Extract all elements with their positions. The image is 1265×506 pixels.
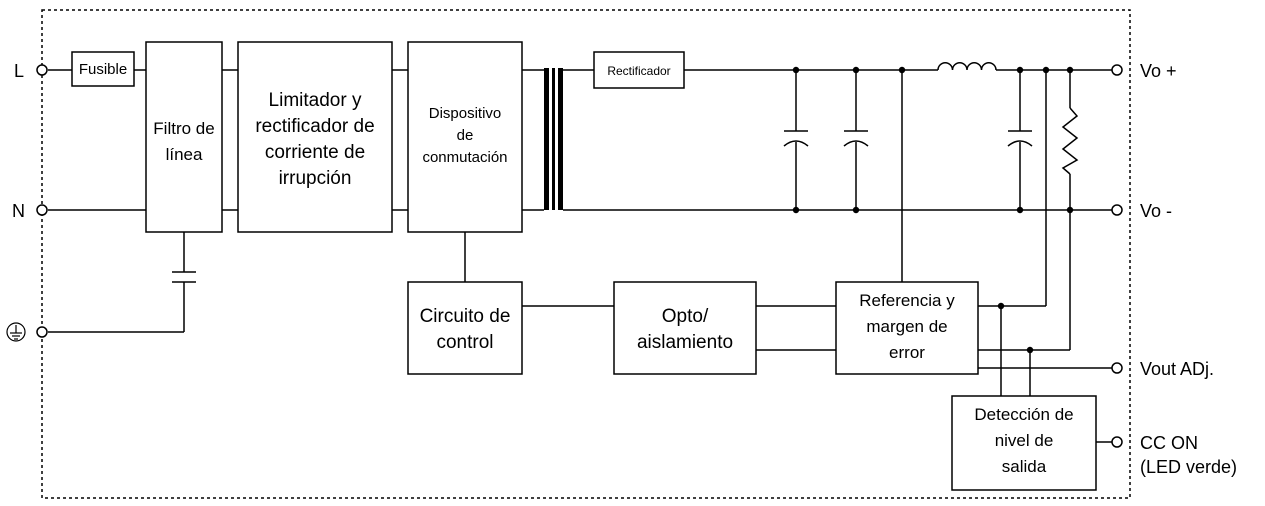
terminal-vo-plus-label: Vo + — [1140, 61, 1177, 81]
inrush-limiter-block: Limitador y rectificador de corriente de… — [237, 41, 393, 233]
terminal-vo-minus: Vo - — [1111, 201, 1172, 221]
switching-device-block: Dispositivo de conmutación — [407, 41, 523, 233]
ground-icon — [6, 322, 26, 342]
reference-label-1: Referencia y — [859, 291, 955, 310]
terminal-ground — [6, 322, 48, 342]
inrush-label-4: irrupción — [279, 168, 352, 189]
terminal-n: N — [12, 201, 48, 221]
terminal-cc-on: CC ON (LED verde) — [1111, 433, 1237, 477]
capacitor-icon — [172, 271, 196, 283]
rectifier-label: Rectificador — [607, 64, 670, 78]
opto-label-1: Opto/ — [662, 306, 709, 327]
inductor-icon — [937, 62, 997, 71]
terminal-vout-adj-label: Vout ADj. — [1140, 359, 1214, 379]
control-label-1: Circuito de — [420, 306, 511, 327]
opto-label-2: aislamiento — [637, 332, 733, 353]
fuse-block: Fusible — [71, 51, 135, 87]
transformer-icon — [544, 68, 563, 210]
detection-label-1: Detección de — [974, 405, 1073, 424]
junction-dots — [792, 66, 1074, 354]
resistor-icon — [1061, 107, 1079, 175]
switching-label-1: Dispositivo — [429, 105, 502, 122]
capacitor-icon — [843, 130, 869, 147]
line-filter-block: Filtro de línea — [145, 41, 223, 233]
control-label-2: control — [436, 332, 493, 353]
level-detection-block: Detección de nivel de salida — [951, 395, 1097, 491]
inrush-label-2: rectificador de — [255, 116, 374, 137]
capacitor-icon — [1007, 130, 1033, 147]
terminal-vout-adj: Vout ADj. — [1111, 359, 1214, 379]
reference-error-block: Referencia y margen de error — [835, 281, 979, 375]
terminal-l: L — [14, 61, 48, 81]
line-filter-label-2: línea — [166, 145, 203, 164]
capacitor-icon — [783, 130, 809, 147]
terminal-vo-minus-label: Vo - — [1140, 201, 1172, 221]
wiring — [48, 69, 1112, 443]
inrush-label-1: Limitador y — [269, 90, 362, 111]
detection-label-2: nivel de — [995, 431, 1054, 450]
line-filter-label-1: Filtro de — [153, 119, 214, 138]
opto-isolation-block: Opto/ aislamiento — [613, 281, 757, 375]
detection-label-3: salida — [1002, 457, 1047, 476]
terminal-l-label: L — [14, 61, 24, 81]
rectifier-block: Rectificador — [593, 51, 685, 89]
switching-label-2: de — [457, 127, 474, 144]
terminal-cc-on-sublabel: (LED verde) — [1140, 457, 1237, 477]
enclosure-border — [41, 9, 1131, 499]
terminal-cc-on-label: CC ON — [1140, 433, 1198, 453]
reference-label-3: error — [889, 343, 925, 362]
inrush-label-3: corriente de — [265, 142, 365, 163]
fuse-label: Fusible — [79, 61, 127, 78]
switching-label-3: conmutación — [422, 149, 507, 166]
control-circuit-block: Circuito de control — [407, 281, 523, 375]
terminal-n-label: N — [12, 201, 25, 221]
reference-label-2: margen de — [866, 317, 947, 336]
terminal-vo-plus: Vo + — [1111, 61, 1177, 81]
